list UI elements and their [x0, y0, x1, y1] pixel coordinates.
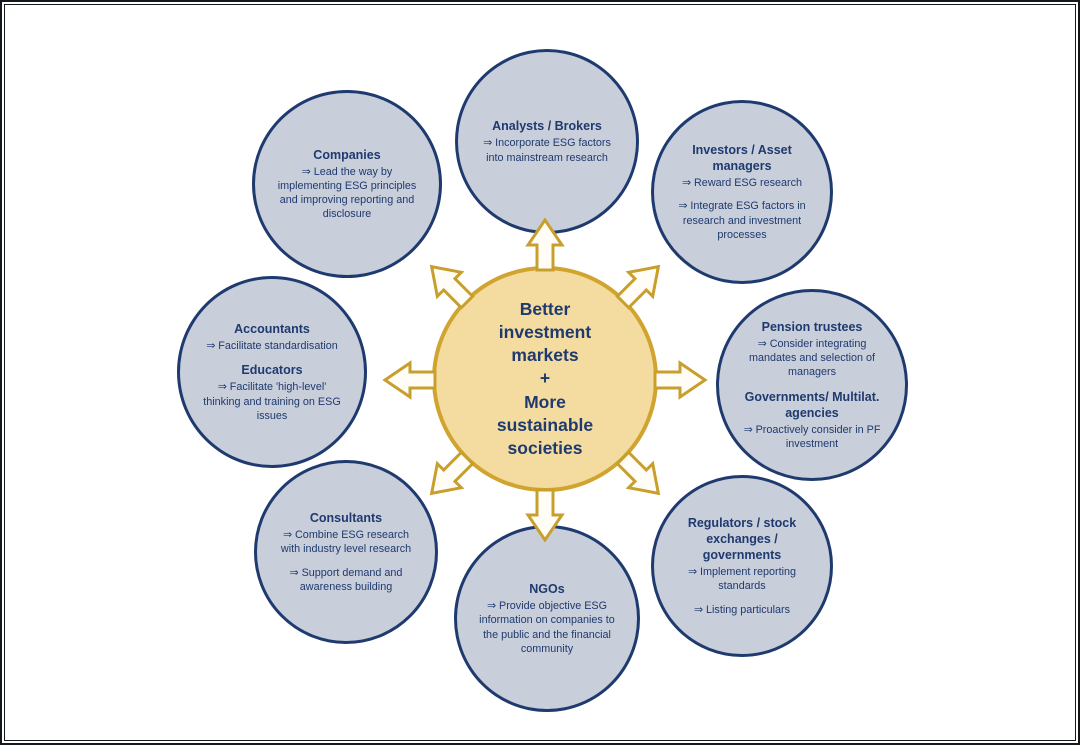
stakeholder-circle-accountants-educators: Accountants ⇒ Facilitate standardisation…	[177, 276, 367, 468]
circle-item: ⇒ Lead the way by implementing ESG princ…	[277, 165, 417, 221]
circle-section: Regulators / stock exchanges / governmen…	[674, 515, 810, 616]
circle-section: NGOs ⇒ Provide objective ESG information…	[477, 581, 617, 655]
circle-title: Investors / Asset managers	[692, 143, 792, 174]
circle-title: Educators	[241, 363, 303, 378]
circle-section: Consultants ⇒ Combine ESG research with …	[277, 510, 415, 593]
circle-title: NGOs	[529, 582, 565, 597]
circle-item: ⇒ Proactively consider in PF investment	[743, 423, 881, 450]
circle-section: Governments/ Multilat. agencies ⇒ Proact…	[735, 389, 889, 451]
circle-title: Accountants	[234, 322, 310, 337]
circle-item: ⇒ Implement reporting standards	[687, 566, 797, 593]
circle-section: Accountants ⇒ Facilitate standardisation	[198, 321, 346, 353]
stakeholder-circle-ngos: NGOs ⇒ Provide objective ESG information…	[454, 525, 640, 712]
arrow-left-icon	[383, 361, 437, 399]
circle-title: Pension trustees	[761, 320, 863, 335]
circle-item: ⇒ Combine ESG research with industry lev…	[280, 529, 412, 556]
circle-item: ⇒ Consider integrating mandates and sele…	[748, 338, 876, 379]
circle-title: Consultants	[309, 511, 383, 526]
stakeholder-circle-pension-trustees-governments: Pension trustees ⇒ Consider integrating …	[716, 289, 908, 481]
stakeholder-circle-consultants: Consultants ⇒ Combine ESG research with …	[254, 460, 438, 644]
stakeholder-circle-investors-asset-managers: Investors / Asset managers ⇒ Reward ESG …	[651, 100, 833, 284]
circle-title: Regulators / stock exchanges / governmen…	[687, 516, 797, 563]
center-text-line2: More sustainable societies	[496, 391, 594, 458]
circle-item: ⇒ Support demand and awareness building	[289, 566, 403, 593]
circle-item: ⇒ Facilitate standardisation	[206, 340, 338, 353]
arrow-right-icon	[653, 361, 707, 399]
circle-item: ⇒ Reward ESG research	[681, 177, 803, 190]
circle-item: ⇒ Integrate ESG factors in research and …	[678, 200, 806, 241]
circle-title: Governments/ Multilat. agencies	[744, 389, 880, 420]
circle-section: Educators ⇒ Facilitate 'high-level' thin…	[198, 362, 346, 422]
stakeholder-circle-regulators-stock-exchanges: Regulators / stock exchanges / governmen…	[651, 475, 833, 657]
circle-item: ⇒ Facilitate 'high-level' thinking and t…	[203, 381, 341, 422]
center-circle: Better investment markets + More sustain…	[432, 266, 658, 492]
circle-item: ⇒ Incorporate ESG factors into mainstrea…	[483, 137, 611, 164]
circle-section: Analysts / Brokers ⇒ Incorporate ESG fac…	[478, 118, 616, 164]
circle-item: ⇒ Provide objective ESG information on c…	[479, 600, 615, 655]
circle-title: Companies	[313, 147, 381, 162]
circle-title: Analysts / Brokers	[492, 119, 602, 134]
circle-section: Pension trustees ⇒ Consider integrating …	[735, 319, 889, 379]
center-text-line1: Better investment markets	[498, 299, 592, 366]
circle-item: ⇒ Listing particulars	[693, 603, 791, 616]
circle-section: Companies ⇒ Lead the way by implementing…	[275, 147, 419, 221]
circle-section: Investors / Asset managers ⇒ Reward ESG …	[674, 142, 810, 241]
stakeholder-circle-analysts-brokers: Analysts / Brokers ⇒ Incorporate ESG fac…	[455, 49, 639, 234]
stakeholder-circle-companies: Companies ⇒ Lead the way by implementing…	[252, 90, 442, 278]
center-text-plus: +	[539, 368, 551, 389]
